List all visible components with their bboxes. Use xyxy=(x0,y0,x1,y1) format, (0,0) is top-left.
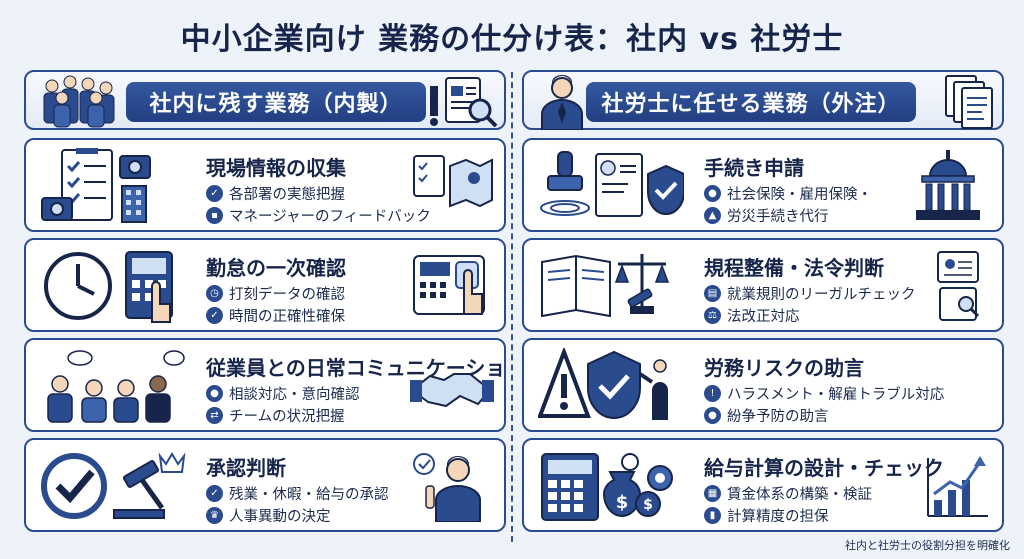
government-building-icon xyxy=(916,150,980,220)
crown-icon: ♛ xyxy=(206,506,223,524)
outsourced-header: 社労士に任せる業務（外注） xyxy=(522,70,1004,130)
staff-group-icon xyxy=(43,75,115,128)
card-field-info: 現場情報の収集 ✓各部署の実態把握 ▪マネージャーのフィードバック xyxy=(24,138,506,232)
list-item: ●紛争予防の助言 xyxy=(704,404,944,426)
card-title: 労務リスクの助言 xyxy=(704,356,864,380)
document-icon: ▤ xyxy=(704,284,721,302)
fingerprint-terminal-icon xyxy=(413,255,485,315)
card-title: 承認判断 xyxy=(206,456,286,480)
gavel-icon: ⚖ xyxy=(704,306,721,324)
growth-chart-icon xyxy=(927,456,988,517)
list-item: ⇄チームの状況把握 xyxy=(206,404,360,426)
chat-icon: ▪ xyxy=(206,206,223,224)
document-search-icon xyxy=(430,77,498,128)
card-payroll-design: $ $ 給与計算の設計・チェック ▦賃金体系の構築・検証 ▮計算精度の担保 xyxy=(522,438,1004,532)
page-title: 中小企業向け 業務の仕分け表：社内 vs 社労士 xyxy=(180,22,844,57)
list-item: ✓各部署の実態把握 xyxy=(206,182,431,204)
card-title: 手続き申請 xyxy=(704,156,804,180)
list-item: ▮計算精度の担保 xyxy=(704,504,872,526)
card-title: 給与計算の設計・チェック xyxy=(704,456,944,480)
person-icon: ● xyxy=(704,184,721,202)
list-item: ♛人事異動の決定 xyxy=(206,504,389,526)
list-item: ●社会保険・雇用保険・ xyxy=(704,182,872,204)
checklist-camera-icon xyxy=(41,148,151,223)
list-item: ●相談対応・意向確認 xyxy=(206,382,360,404)
calculator-icon: ▦ xyxy=(704,484,721,502)
consultant-icon xyxy=(541,75,583,130)
warning-icon: ! xyxy=(704,384,721,402)
card-regulations-legal: 規程整備・法令判断 ▤就業規則のリーガルチェック ⚖法改正対応 xyxy=(522,238,1004,332)
clock-calculator-icon xyxy=(44,251,173,323)
team-chat-icon xyxy=(47,350,185,423)
card-approval-decision: 承認判断 ✓残業・休暇・給与の承認 ♛人事異動の決定 xyxy=(24,438,506,532)
card-procedure-filing: 手続き申請 ●社会保険・雇用保険・ ▲労災手続き代行 xyxy=(522,138,1004,232)
svg-text:$: $ xyxy=(616,492,629,513)
footer-note: 社内と社労士の役割分担を明確化 xyxy=(845,539,1010,552)
card-title: 規程整備・法令判断 xyxy=(704,256,884,280)
warning-shield-icon xyxy=(538,348,668,420)
stamp-shield-icon xyxy=(540,151,684,217)
checkmark-icon: ✓ xyxy=(206,484,223,502)
chart-icon: ▮ xyxy=(704,506,721,524)
manager-icon xyxy=(413,453,481,522)
clipboard-map-icon xyxy=(413,155,493,208)
check-gavel-icon xyxy=(41,452,186,519)
handshake-icon xyxy=(410,373,494,408)
card-title: 勤怠の一次確認 xyxy=(206,256,346,280)
book-scales-icon xyxy=(541,254,670,318)
in-house-column: 社内に残す業務（内製） 現場情報の xyxy=(24,70,506,532)
outsourced-banner: 社労士に任せる業務（外注） xyxy=(586,82,916,122)
center-divider xyxy=(511,72,513,542)
calculator-money-icon: $ $ xyxy=(541,453,673,521)
thumbs-up-icon: ✓ xyxy=(206,306,223,324)
in-house-banner: 社内に残す業務（内製） xyxy=(126,82,426,122)
card-daily-communication: 従業員との日常コミュニケーション ●相談対応・意向確認 ⇄チームの状況把握 xyxy=(24,338,506,432)
in-house-header: 社内に残す業務（内製） xyxy=(24,70,506,130)
card-attendance-check: 勤怠の一次確認 ◷打刻データの確認 ✓時間の正確性確保 xyxy=(24,238,506,332)
list-item: ✓時間の正確性確保 xyxy=(206,304,345,326)
clock-icon: ◷ xyxy=(206,284,223,302)
svg-text:$: $ xyxy=(643,497,653,513)
list-item: ▪マネージャーのフィードバック xyxy=(206,204,431,226)
handshake-small-icon: ⇄ xyxy=(206,406,223,424)
list-item: ⚖法改正対応 xyxy=(704,304,916,326)
card-labor-risk-advice: 労務リスクの助言 !ハラスメント・解雇トラブル対応 ●紛争予防の助言 xyxy=(522,338,1004,432)
people-icon: ● xyxy=(704,406,721,424)
list-item: ✓残業・休暇・給与の承認 xyxy=(206,482,389,504)
government-icon: ▲ xyxy=(704,206,721,224)
check-icon: ✓ xyxy=(206,184,223,202)
outsourced-column: 社労士に任せる業務（外注） 手続き申請 ●社会保険・雇用保険・ ▲労災手続き代行 xyxy=(522,70,1004,532)
chat-bubble-icon: ● xyxy=(206,384,223,402)
list-item: !ハラスメント・解雇トラブル対応 xyxy=(704,382,944,404)
list-item: ▦賃金体系の構築・検証 xyxy=(704,482,872,504)
certificate-search-icon xyxy=(937,251,980,321)
documents-icon xyxy=(945,75,993,129)
card-title: 現場情報の収集 xyxy=(206,156,346,180)
list-item: ▤就業規則のリーガルチェック xyxy=(704,282,916,304)
list-item: ▲労災手続き代行 xyxy=(704,204,872,226)
list-item: ◷打刻データの確認 xyxy=(206,282,345,304)
